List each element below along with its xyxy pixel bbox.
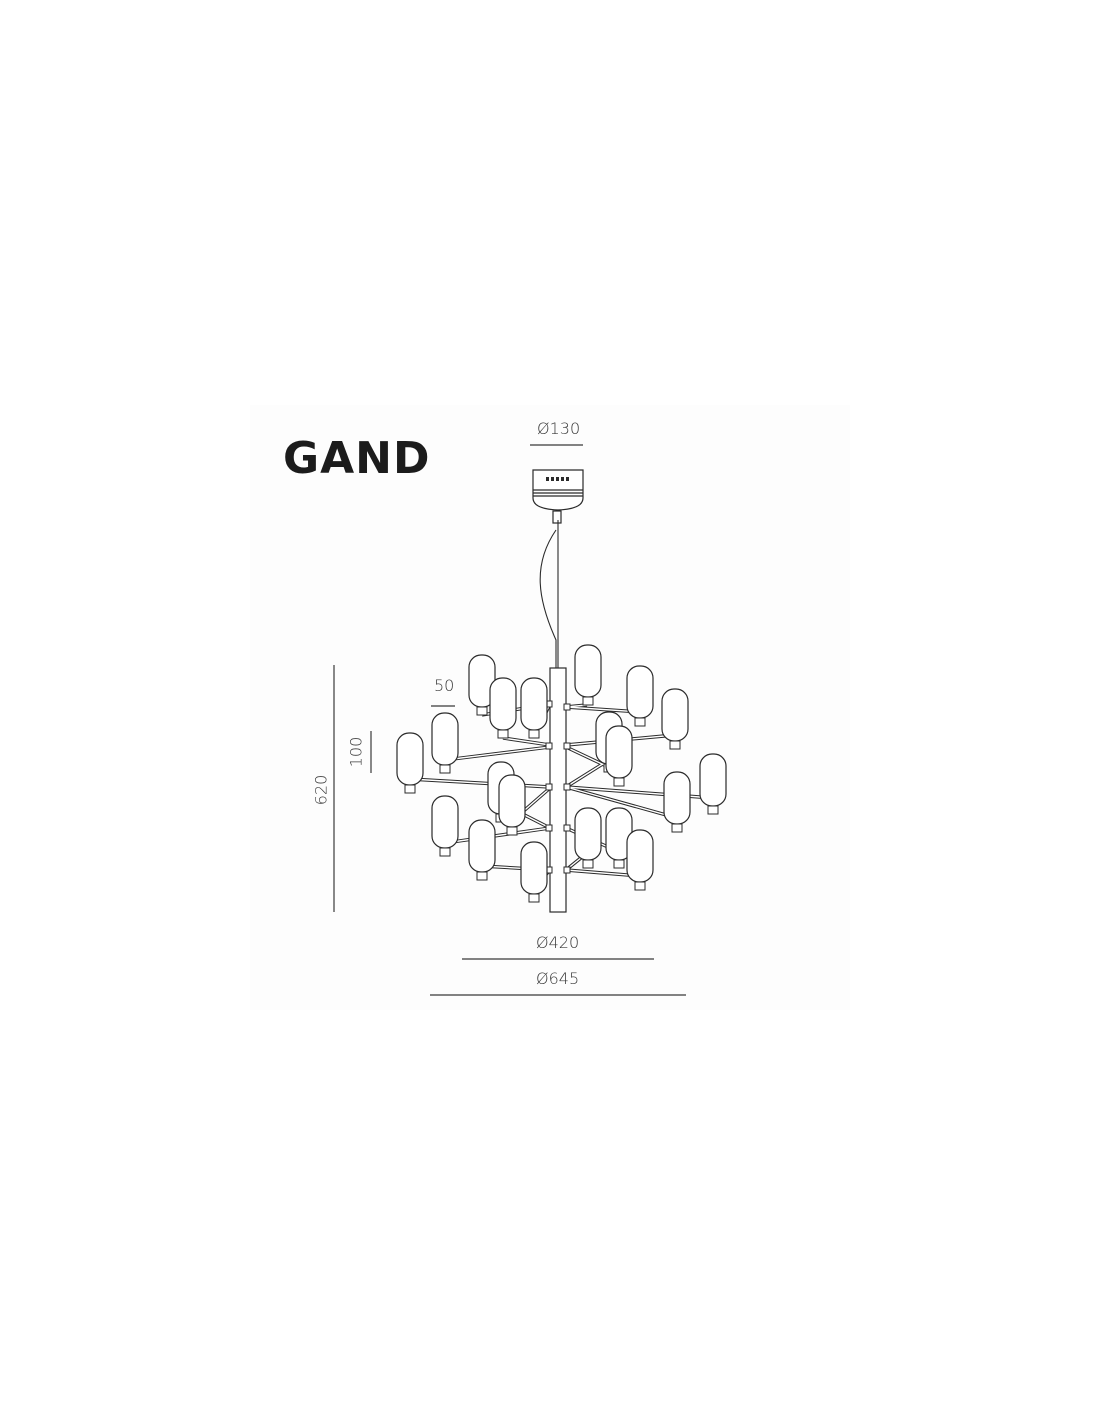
shade-icon [699,753,727,815]
shade-icon [489,677,517,739]
shade-icon [468,819,496,881]
dimension-lines [333,444,686,996]
shade-icon [663,771,691,833]
canopy-diameter-label: Ø130 [537,419,581,438]
shade-icon [396,732,424,794]
outer-diameter-label: Ø645 [536,969,580,988]
central-stem [545,667,571,913]
suspension-cable [539,520,559,668]
product-title: GAND [283,433,431,484]
shade-icon [498,774,526,836]
shade-icon [431,795,459,857]
inner-diameter-label: Ø420 [536,933,580,952]
shade-icon [431,712,459,774]
ceiling-canopy-icon [532,469,584,524]
shade-icon [661,688,689,750]
shade-width-label: 50 [434,676,455,695]
shade-icon [605,725,633,787]
shade-icon [520,677,548,739]
shade-icon [626,829,654,891]
shade-icon [520,841,548,903]
shade-icon [574,644,602,706]
shade-icon [626,665,654,727]
